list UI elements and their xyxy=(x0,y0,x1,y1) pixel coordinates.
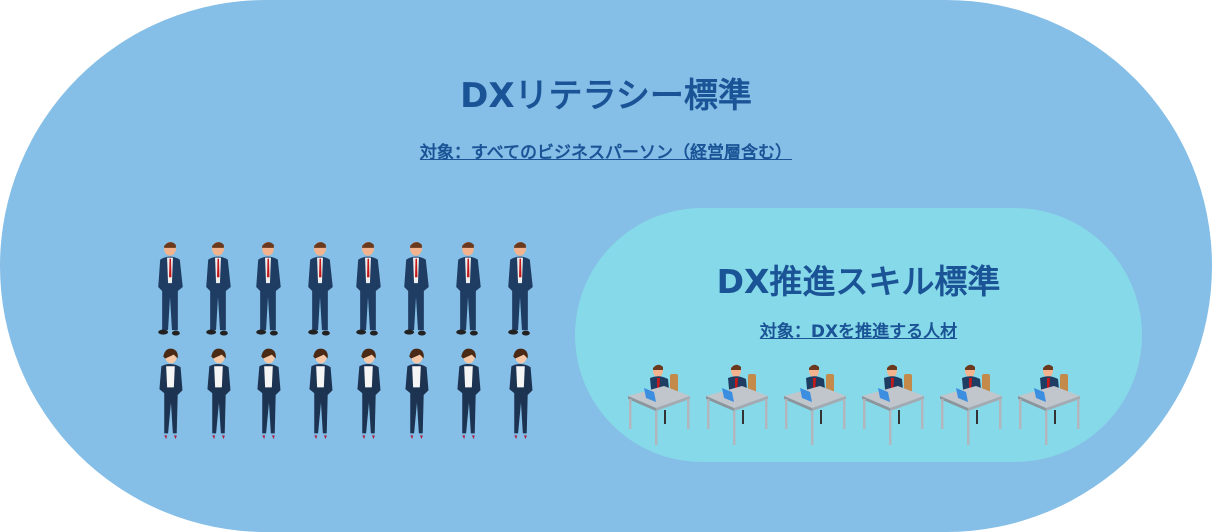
businesswoman-icon xyxy=(448,347,488,447)
dx-promotion-title: DX推進スキル標準 xyxy=(716,262,1001,301)
businessman-icon xyxy=(396,240,436,342)
businesswoman-icon xyxy=(248,347,288,447)
businesswoman-icon xyxy=(150,347,190,447)
desk-worker-icon xyxy=(860,362,924,450)
desk-worker-icon xyxy=(1016,362,1080,450)
businessman-icon xyxy=(500,240,540,342)
businessman-icon xyxy=(300,240,340,342)
businesswoman-icon xyxy=(300,347,340,447)
businessman-icon xyxy=(248,240,288,342)
businessman-icon xyxy=(198,240,238,342)
businesswoman-icon xyxy=(348,347,388,447)
businesswoman-icon xyxy=(198,347,238,447)
businessman-icon xyxy=(348,240,388,342)
desk-worker-icon xyxy=(782,362,846,450)
businesswoman-icon xyxy=(500,347,540,447)
dx-literacy-title: DXリテラシー標準 xyxy=(460,76,752,116)
businessman-icon xyxy=(448,240,488,342)
dx-literacy-target: 対象：すべてのビジネスパーソン（経営層含む） xyxy=(419,143,793,163)
desk-worker-icon xyxy=(704,362,768,450)
dx-promotion-target: 対象：DXを推進する人材 xyxy=(759,322,958,342)
businessman-icon xyxy=(150,240,190,342)
businesswoman-icon xyxy=(396,347,436,447)
desk-worker-icon xyxy=(938,362,1002,450)
desk-worker-icon xyxy=(626,362,690,450)
